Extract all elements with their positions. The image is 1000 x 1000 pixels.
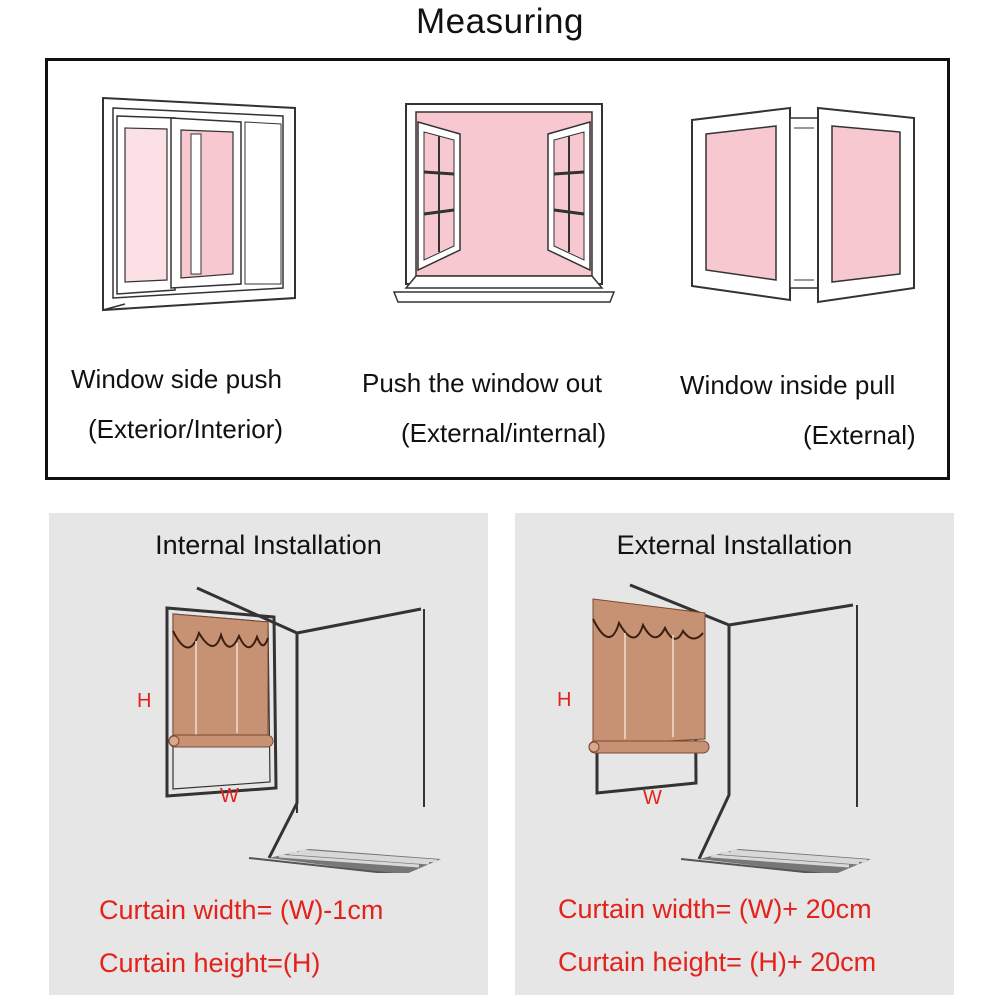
external-h-label: H: [557, 689, 572, 711]
caption-push-out: Push the window out: [362, 368, 602, 398]
internal-installation-title: Internal Installation: [155, 530, 382, 560]
casement-out-window-illustration: [392, 103, 616, 303]
internal-width-formula: Curtain width= (W)-1cm: [99, 895, 384, 925]
page-title: Measuring: [416, 2, 584, 41]
external-installation-title: External Installation: [616, 530, 853, 560]
external-installation-illustration: [588, 583, 871, 873]
caption-side-push: Window side push: [71, 364, 282, 394]
measuring-box: [45, 58, 950, 480]
caption-push-out-sub: (External/internal): [401, 418, 607, 448]
sliding-window-illustration: [102, 96, 296, 312]
casement-in-window-illustration: [691, 106, 915, 304]
external-installation-panel: External Installation H W Curtain width=…: [515, 513, 954, 995]
caption-side-push-sub: (Exterior/Interior): [88, 414, 284, 444]
internal-installation-panel: Internal Installation H W Curtain width=…: [49, 513, 488, 995]
internal-installation-illustration: [165, 586, 441, 873]
internal-h-label: H: [137, 690, 152, 712]
internal-w-label: W: [220, 785, 239, 807]
external-w-label: W: [643, 787, 662, 809]
caption-inside-pull-sub: (External): [803, 420, 916, 450]
internal-height-formula: Curtain height=(H): [99, 948, 321, 978]
external-height-formula: Curtain height= (H)+ 20cm: [558, 947, 877, 977]
external-width-formula: Curtain width= (W)+ 20cm: [558, 894, 872, 924]
caption-inside-pull: Window inside pull: [680, 370, 896, 400]
